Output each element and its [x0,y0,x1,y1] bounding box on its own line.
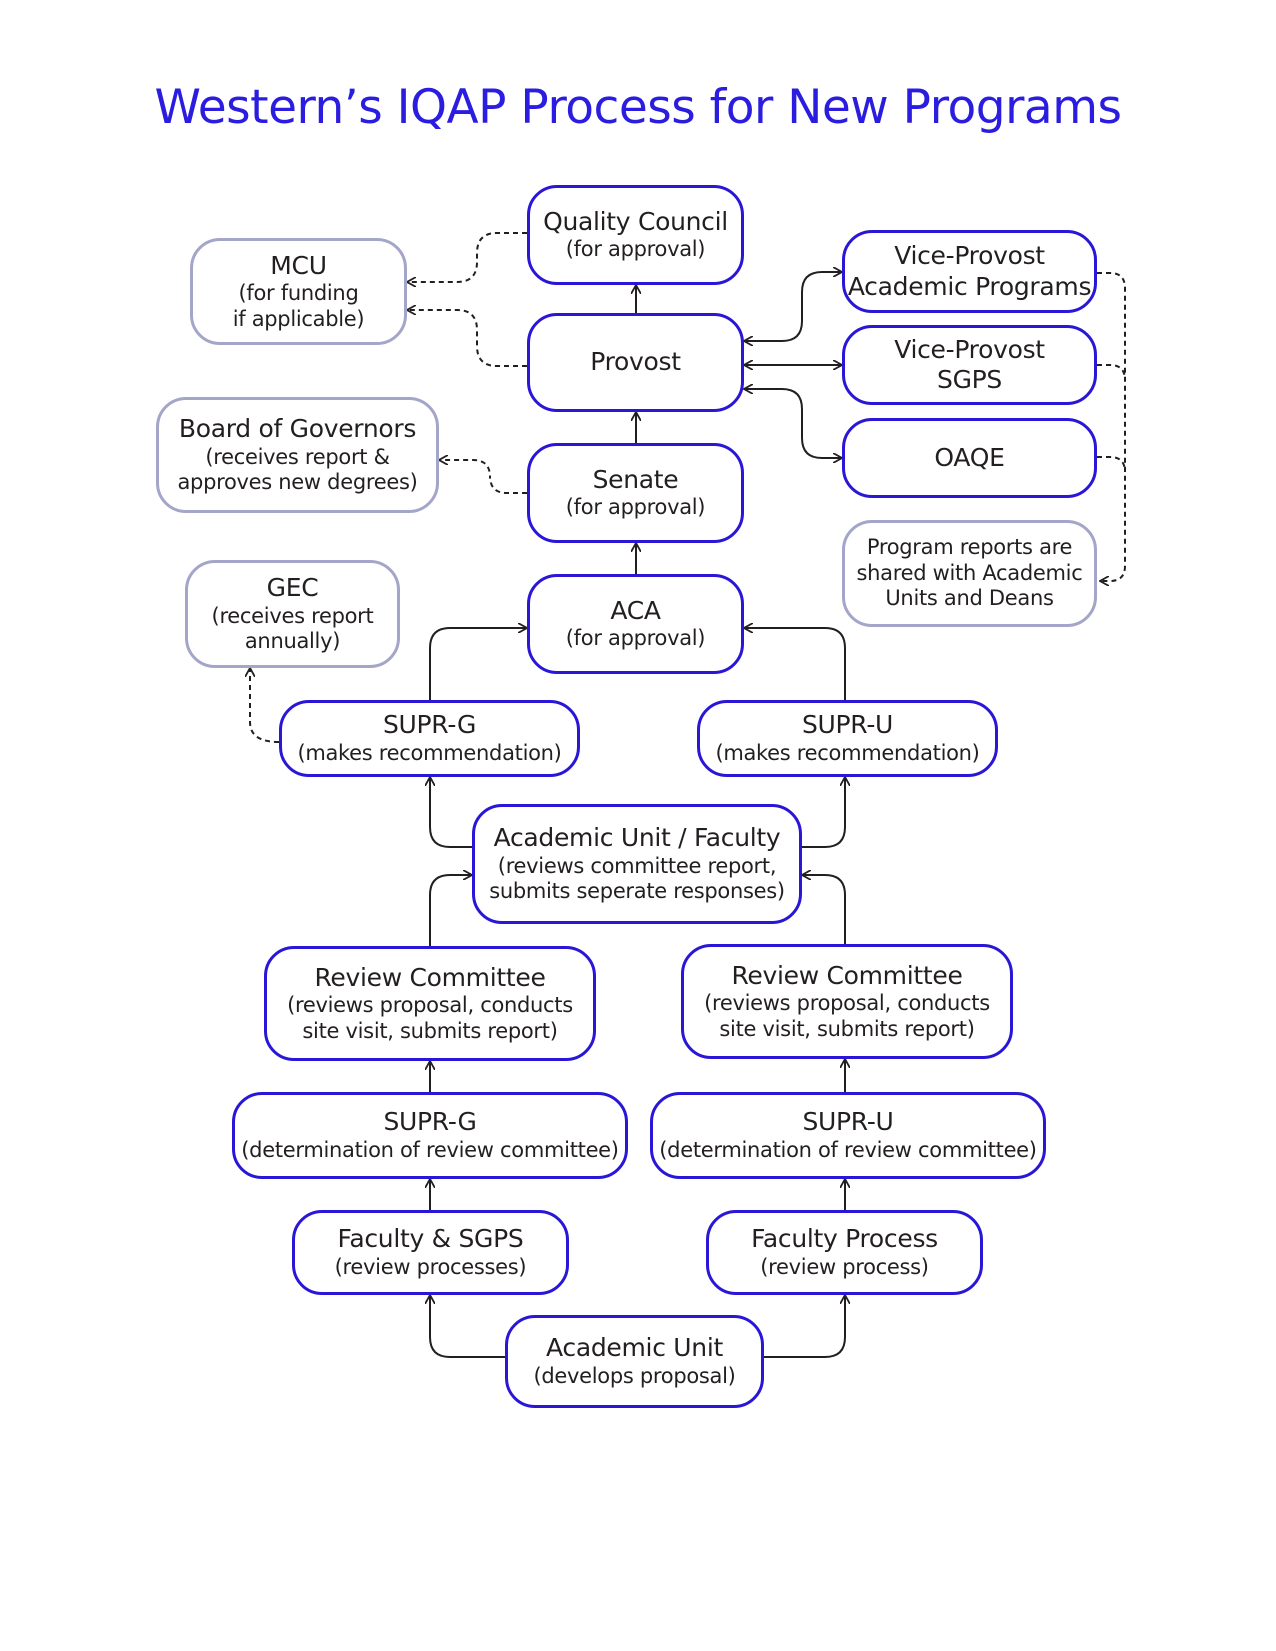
node-title: Senate [592,464,679,494]
arrow-supr-u-rec-to-aca [744,628,846,700]
arrow-academic-unit-faculty-to-supr-u-rec [802,777,845,848]
node-subtitle: (review process) [760,1254,929,1279]
node-line1: Vice-Provost [894,334,1045,364]
dashed-bracket-to-program-reports [1097,272,1126,581]
node-subtitle-line1: (receives report & [205,444,390,469]
node-line1: Vice-Provost [894,241,1045,270]
node-title: OAQE [934,442,1005,472]
node-title: Academic Unit [546,1333,723,1363]
arrow-academic-unit-to-faculty-process [764,1295,845,1358]
node-subtitle: (review processes) [334,1254,527,1279]
node-title: Quality Council [543,206,728,236]
node-subtitle-line1: (reviews proposal, conducts [287,993,573,1018]
node-subtitle: (for approval) [565,237,706,262]
node-title: MCU [270,250,327,280]
node-board-of-governors: Board of Governors (receives report & ap… [156,397,439,513]
page-title: Western’s IQAP Process for New Programs [154,80,1122,135]
node-vice-provost-academic-programs: Vice-Provost Academic Programs [842,230,1097,313]
node-supr-g-recommendation: SUPR-G (makes recommendation) [279,700,580,777]
node-title: Faculty Process [751,1224,938,1254]
node-subtitle: (makes recommendation) [715,740,980,765]
node-subtitle: (develops proposal) [533,1363,736,1388]
node-title: Academic Unit / Faculty [493,823,781,853]
dashed-arrow-senate-to-board [439,460,527,494]
node-quality-council: Quality Council (for approval) [527,185,744,285]
note-line3: Units and Deans [885,586,1054,611]
node-subtitle-line2: site visit, submits report) [719,1016,975,1041]
node-senate: Senate (for approval) [527,443,744,543]
node-subtitle: (determination of review committee) [659,1137,1037,1162]
node-supr-g-determination: SUPR-G (determination of review committe… [232,1092,628,1179]
node-gec: GEC (receives report annually) [185,560,400,668]
note-line1: Program reports are [866,535,1073,560]
node-line2: SGPS [937,365,1002,394]
arrow-academic-unit-to-faculty-sgps [430,1295,505,1358]
node-subtitle-line2: submits seperate responses) [489,879,785,904]
arrow-provost-oaqe [744,389,842,458]
node-subtitle: (for approval) [565,626,706,651]
node-vice-provost-sgps: Vice-Provost SGPS [842,325,1097,405]
node-subtitle-line1: (reviews proposal, conducts [704,991,990,1016]
node-title: SUPR-G [383,1107,477,1137]
node-supr-u-recommendation: SUPR-U (makes recommendation) [697,700,998,777]
dashed-tick-oaqe [1097,456,1126,473]
node-title: SUPR-G [382,710,477,740]
node-title: ACA [610,595,661,625]
node-title: Review Committee [731,960,963,990]
arrow-review-g-to-academic-unit-faculty [429,875,472,946]
arrow-review-u-to-academic-unit-faculty [802,875,846,944]
node-program-reports-note: Program reports are shared with Academic… [842,520,1097,627]
note-line2: shared with Academic [856,560,1083,585]
node-subtitle-line2: site visit, submits report) [302,1018,558,1043]
arrow-provost-vp-academic [744,272,842,341]
node-line2: Academic Programs [847,271,1092,301]
dashed-arrow-quality-council-to-mcu [407,232,527,282]
node-academic-unit-faculty: Academic Unit / Faculty (reviews committ… [472,804,802,924]
node-subtitle: (determination of review committee) [241,1137,619,1162]
node-subtitle-line1: (for funding [238,281,359,306]
node-academic-unit: Academic Unit (develops proposal) [505,1315,764,1408]
node-subtitle-line2: if applicable) [232,306,365,331]
node-title: Board of Governors [178,414,417,444]
node-title: SUPR-U [802,1107,894,1137]
node-mcu: MCU (for funding if applicable) [190,238,407,345]
node-subtitle-line2: approves new degrees) [177,470,418,495]
node-title: GEC [266,573,319,603]
node-title: Faculty & SGPS [337,1224,524,1254]
node-aca: ACA (for approval) [527,574,744,674]
arrow-academic-unit-faculty-to-supr-g-rec [430,777,472,848]
node-title: Provost [590,347,681,377]
node-subtitle-line1: (receives report [211,603,374,628]
node-subtitle: (makes recommendation) [297,740,562,765]
arrow-supr-g-rec-to-aca [429,628,527,700]
dashed-tick-vp-sgps [1097,364,1126,381]
node-subtitle: (for approval) [565,495,706,520]
node-faculty-process: Faculty Process (review process) [706,1210,983,1295]
node-title: Review Committee [314,962,546,992]
node-subtitle-line2: annually) [244,629,341,654]
node-review-committee-u: Review Committee (reviews proposal, cond… [681,944,1013,1059]
node-oaqe: OAQE [842,418,1097,498]
dashed-arrow-supr-g-to-gec [250,668,280,743]
node-supr-u-determination: SUPR-U (determination of review committe… [650,1092,1046,1179]
node-subtitle-line1: (reviews committee report, [497,853,777,878]
node-review-committee-g: Review Committee (reviews proposal, cond… [264,946,596,1061]
node-title: SUPR-U [801,710,894,740]
node-faculty-sgps: Faculty & SGPS (review processes) [292,1210,569,1295]
node-provost: Provost [527,313,744,412]
dashed-arrow-provost-to-mcu [407,310,527,367]
